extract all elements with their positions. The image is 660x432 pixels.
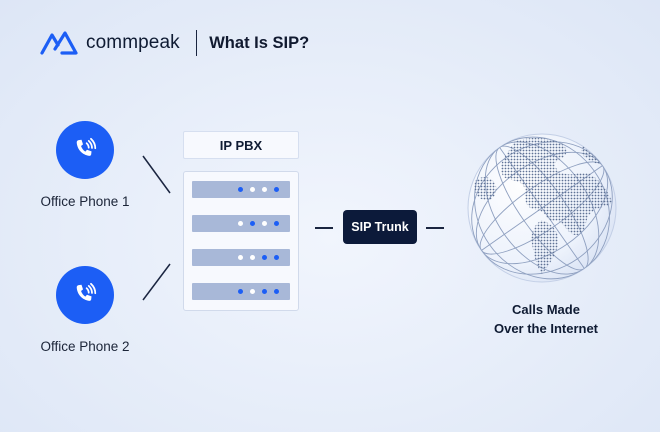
phone-ringing-icon	[76, 282, 97, 301]
status-led	[238, 289, 243, 294]
office-phone-1	[56, 121, 114, 179]
status-led	[250, 255, 255, 260]
status-led	[238, 221, 243, 226]
status-led	[274, 221, 279, 226]
globe-icon	[467, 133, 617, 283]
server-unit	[192, 181, 290, 198]
globe-caption: Calls Made Over the Internet	[468, 300, 624, 338]
page-title: What Is SIP?	[209, 33, 310, 52]
status-led	[250, 289, 255, 294]
status-led	[238, 187, 243, 192]
globe-caption-line2: Over the Internet	[493, 321, 599, 336]
header: commpeak What Is SIP?	[40, 26, 309, 60]
status-led	[250, 221, 255, 226]
connector-phone2-pbx	[142, 263, 171, 301]
connector-pbx-trunk	[315, 227, 333, 229]
status-led	[262, 187, 267, 192]
connector-phone1-pbx	[142, 155, 171, 194]
status-led	[262, 255, 267, 260]
status-led	[262, 289, 267, 294]
server-unit	[192, 283, 290, 300]
commpeak-logo-icon	[40, 31, 78, 55]
connector-trunk-globe	[426, 227, 444, 229]
ip-pbx-label: IP PBX	[183, 131, 299, 159]
status-led	[274, 255, 279, 260]
sip-trunk-box: SIP Trunk	[343, 210, 417, 244]
server-unit	[192, 215, 290, 232]
status-led	[274, 187, 279, 192]
globe-caption-line1: Calls Made	[512, 302, 580, 317]
phone-ringing-icon	[76, 137, 97, 156]
status-led	[238, 255, 243, 260]
status-led	[274, 289, 279, 294]
server-unit	[192, 249, 290, 266]
brand-name: commpeak	[86, 32, 180, 53]
office-phone-1-label: Office Phone 1	[40, 194, 130, 209]
office-phone-2	[56, 266, 114, 324]
office-phone-2-label: Office Phone 2	[40, 339, 130, 354]
status-led	[262, 221, 267, 226]
header-divider	[195, 30, 198, 56]
status-led	[250, 187, 255, 192]
pbx-server-rack	[183, 171, 299, 311]
